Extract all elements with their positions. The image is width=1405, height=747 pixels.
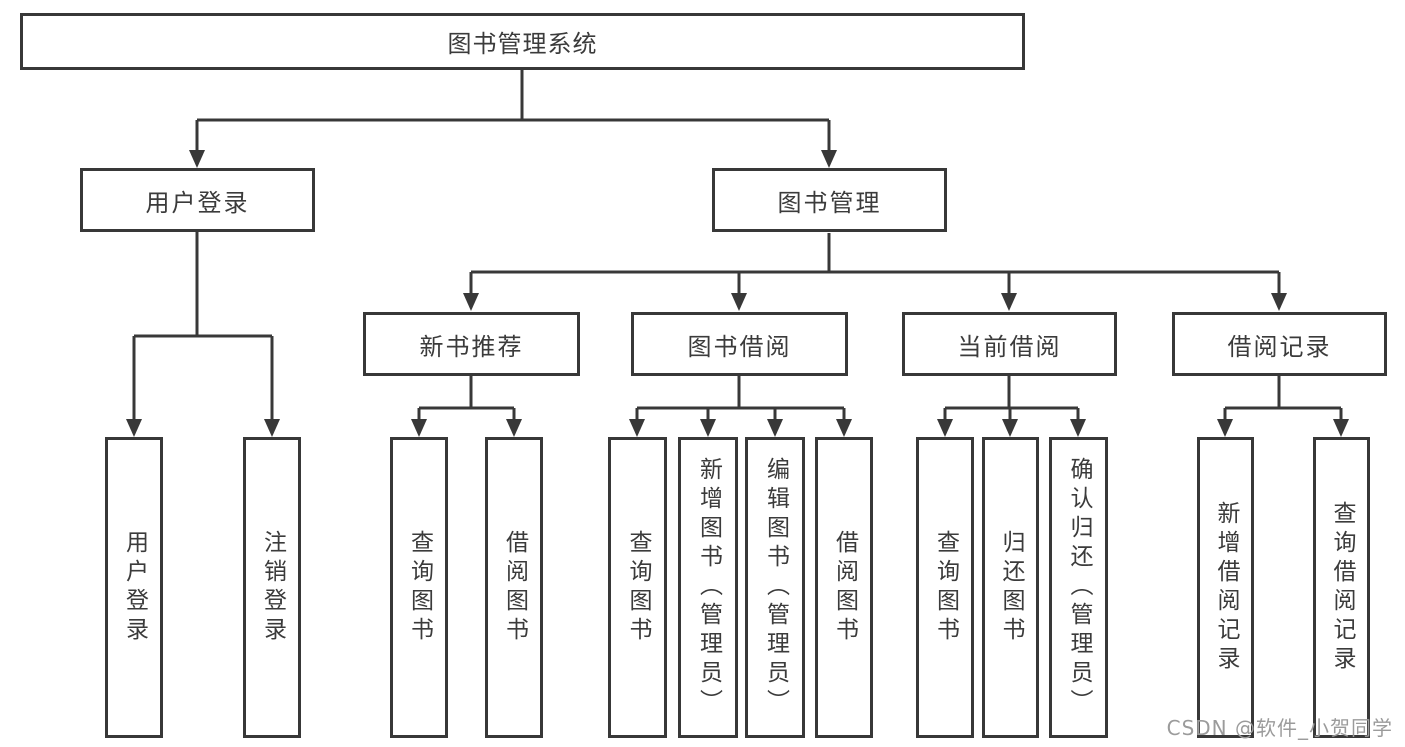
leaf-borrow-book: 借阅图书 <box>815 437 873 738</box>
leaf-logout: 注销登录 <box>243 437 301 738</box>
leaf-user-login: 用户登录 <box>105 437 163 738</box>
leaf-query-borrow-record: 查询借阅记录 <box>1313 437 1370 738</box>
leaf-query-book-borrowing: 查询图书 <box>608 437 667 738</box>
node-user-login-branch: 用户登录 <box>80 168 315 232</box>
leaf-borrow-book-recommend: 借阅图书 <box>485 437 543 738</box>
node-book-borrowing: 图书借阅 <box>631 312 848 376</box>
leaf-add-borrow-record: 新增借阅记录 <box>1197 437 1254 738</box>
node-new-book-recommend: 新书推荐 <box>363 312 580 376</box>
leaf-add-book-admin: 新增图书（管理员） <box>678 437 738 738</box>
node-library-system: 图书管理系统 <box>20 13 1025 70</box>
leaf-edit-book-admin: 编辑图书（管理员） <box>745 437 805 738</box>
leaf-query-book-current: 查询图书 <box>916 437 974 738</box>
node-current-borrowing: 当前借阅 <box>902 312 1117 376</box>
leaf-confirm-return-admin: 确认归还（管理员） <box>1049 437 1108 738</box>
leaf-query-book-recommend: 查询图书 <box>390 437 448 738</box>
node-borrowing-records: 借阅记录 <box>1172 312 1387 376</box>
node-book-management: 图书管理 <box>712 168 947 232</box>
watermark: CSDN @软件_小贺同学 <box>1166 716 1393 740</box>
leaf-return-book: 归还图书 <box>982 437 1039 738</box>
